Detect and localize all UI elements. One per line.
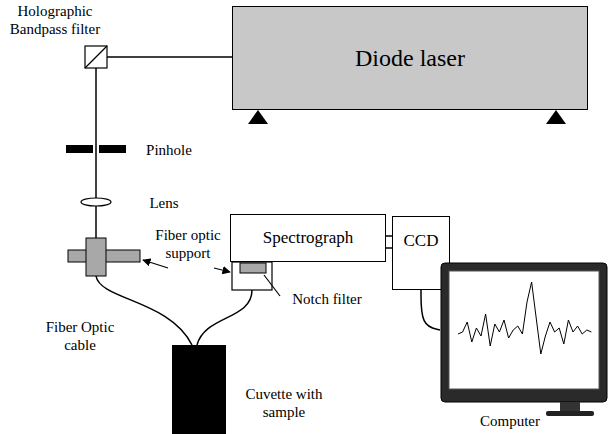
filter-diagonal — [85, 46, 107, 68]
lens-label: Lens — [134, 194, 194, 212]
computer-monitor: Computer — [440, 262, 610, 434]
node-text: Spectrograph — [263, 228, 354, 248]
leader-line — [264, 275, 280, 296]
support-label: Fiber optic support — [148, 226, 228, 262]
laser-beam — [95, 68, 97, 240]
fiber-cable — [197, 290, 252, 345]
laser-foot — [248, 110, 268, 124]
laser-foot — [546, 110, 566, 124]
laser-box: Diode laser — [232, 6, 588, 110]
notch-filter-label: Notch filter — [282, 290, 372, 308]
lens — [81, 198, 111, 206]
leader-arrow — [143, 260, 168, 268]
pinhole-plate — [99, 145, 126, 153]
spectrograph-box: Spectrograph — [230, 214, 386, 262]
filter-label: Holographic Bandpass filter — [0, 2, 110, 38]
pinhole-label: Pinhole — [134, 141, 204, 159]
cable-connector — [421, 290, 440, 330]
monitor-outline — [440, 262, 610, 434]
laser-beam — [107, 56, 232, 58]
pinhole-plate — [66, 145, 93, 153]
notch-filter — [240, 263, 266, 273]
node-text: Diode laser — [355, 44, 465, 73]
node-text: Cuvette with sample — [236, 385, 332, 421]
node-text: Computer — [470, 412, 550, 430]
bandpass-filter — [85, 46, 107, 68]
fiber-support — [86, 238, 106, 276]
leader-arrow — [214, 268, 230, 272]
node-text: CCD — [404, 231, 439, 251]
cuvette: Cuvette with sample — [172, 345, 342, 434]
fiber-support — [232, 262, 272, 290]
fiber-cable-label: Fiber Optic cable — [40, 318, 120, 354]
